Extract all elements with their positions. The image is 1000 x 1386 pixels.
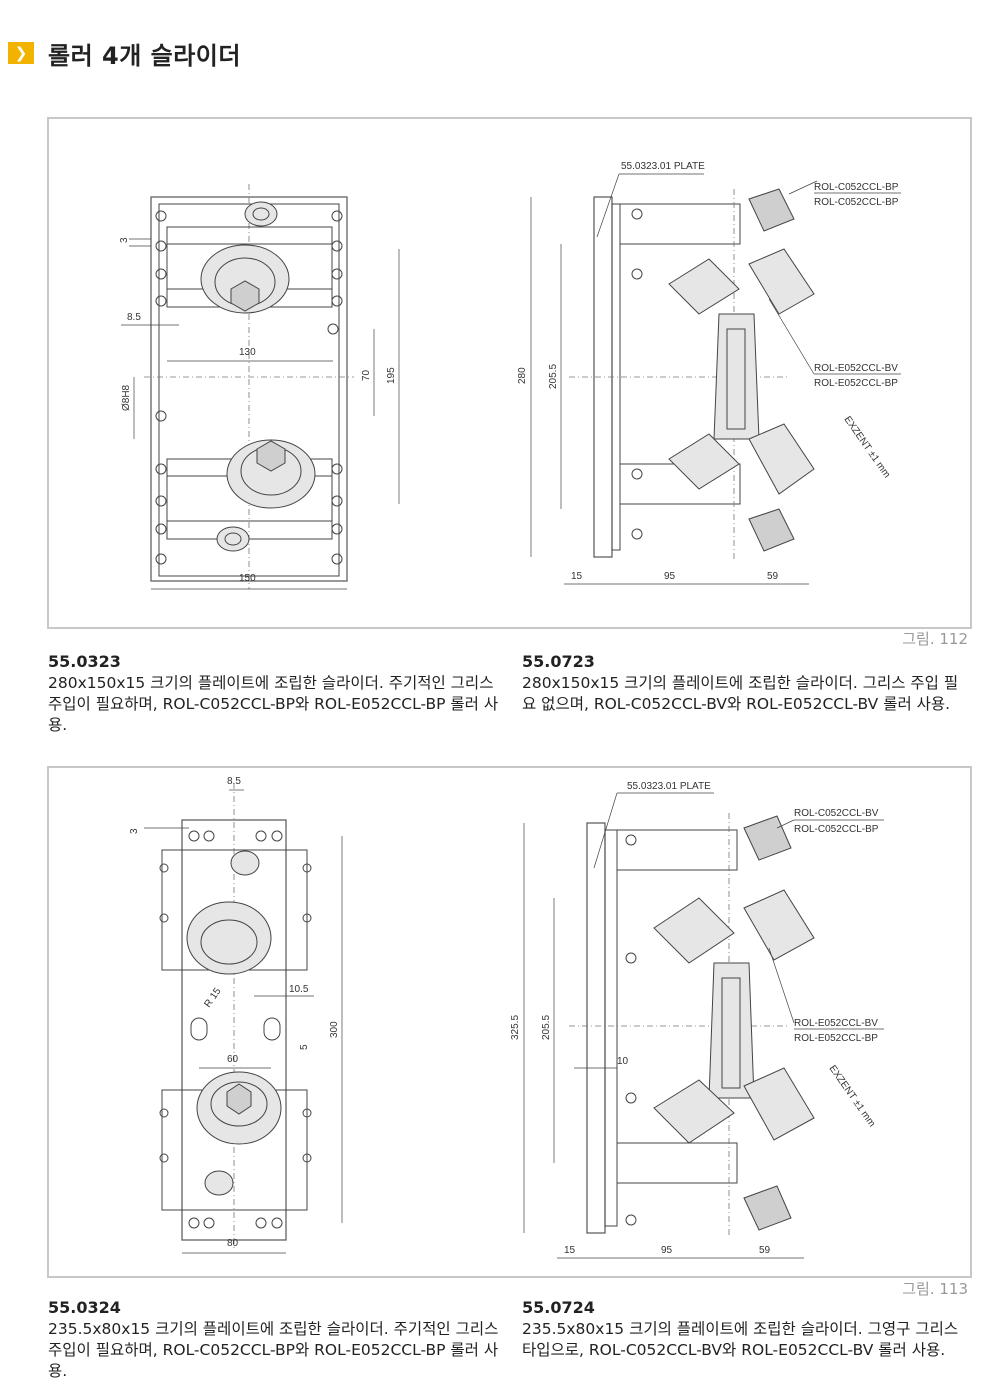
product-code: 55.0723 — [522, 652, 595, 671]
roller-mid-label-a: ROL-E052CCL-BV — [794, 1018, 878, 1029]
dim-95: 95 — [664, 571, 676, 582]
description-55-0324: 55.0324 235.5x80x15 크기의 플레이트에 조립한 슬라이더. … — [48, 1298, 503, 1382]
dim-r15: R 15 — [202, 986, 223, 1010]
technical-drawing-112: 3 8.5 130 70 195 Ø8H8 150 — [119, 161, 901, 590]
dim-10: 10 — [617, 1056, 629, 1067]
roller-mid-label-b: ROL-E052CCL-BP — [794, 1033, 878, 1044]
exzent-label: EXZENT ±1 mm — [827, 1063, 878, 1129]
right-drawing-assembly — [569, 188, 815, 559]
dim-d8h8: Ø8H8 — [121, 384, 132, 411]
product-code: 55.0324 — [48, 1298, 121, 1317]
figure-113: 8.5 3 R 15 10.5 5 300 60 80 — [47, 766, 972, 1278]
product-description: 280x150x15 크기의 플레이트에 조립한 슬라이더. 주기적인 그리스 … — [48, 674, 499, 734]
dim-59: 59 — [759, 1245, 771, 1256]
dim-5: 5 — [299, 1044, 310, 1050]
description-55-0724: 55.0724 235.5x80x15 크기의 플레이트에 조립한 슬라이더. … — [522, 1298, 967, 1361]
figure-caption: 그림. 113 — [902, 1280, 968, 1298]
section-header: ❯ 롤러 4개 슬라이더 — [8, 38, 241, 70]
description-55-0323: 55.0323 280x150x15 크기의 플레이트에 조립한 슬라이더. 주… — [48, 652, 508, 736]
dim-15: 15 — [571, 571, 583, 582]
dim-70: 70 — [361, 369, 372, 381]
figure-caption: 그림. 112 — [902, 630, 968, 648]
plate-label: 55.0323.01 PLATE — [627, 781, 711, 792]
roller-top-label-b: ROL-C052CCL-BP — [814, 197, 899, 208]
dim-150: 150 — [239, 573, 256, 584]
plate-label: 55.0323.01 PLATE — [621, 161, 705, 172]
roller-mid-label-a: ROL-E052CCL-BV — [814, 363, 898, 374]
right-drawing-labels: 55.0323.01 PLATE ROL-C052CCL-BV ROL-C052… — [510, 781, 884, 1259]
roller-mid-label-b: ROL-E052CCL-BP — [814, 378, 898, 389]
dim-3: 3 — [129, 828, 140, 834]
roller-top-label-a: ROL-C052CCL-BV — [794, 808, 879, 819]
exzent-label: EXZENT ±1 mm — [842, 414, 893, 480]
product-code: 55.0724 — [522, 1298, 595, 1317]
dim-95: 95 — [661, 1245, 673, 1256]
page-title: 롤러 4개 슬라이더 — [48, 41, 241, 70]
dim-15: 15 — [564, 1245, 576, 1256]
product-description: 280x150x15 크기의 플레이트에 조립한 슬라이더. 그리스 주입 필요… — [522, 674, 959, 713]
dim-80: 80 — [227, 1238, 239, 1249]
chevron-right-icon: ❯ — [8, 42, 34, 64]
dim-130: 130 — [239, 347, 256, 358]
dim-280: 280 — [517, 367, 528, 384]
product-code: 55.0323 — [48, 652, 121, 671]
right-drawing-labels: 55.0323.01 PLATE ROL-C052CCL-BP ROL-C052… — [517, 161, 901, 585]
dim-8-5: 8.5 — [227, 776, 241, 787]
left-drawing-plate — [159, 783, 312, 1248]
left-drawing-dimensions: 8.5 3 R 15 10.5 5 300 60 80 — [129, 776, 343, 1254]
dim-10-5: 10.5 — [289, 984, 309, 995]
dim-8-5: 8.5 — [127, 312, 141, 323]
figure-112: 3 8.5 130 70 195 Ø8H8 150 — [47, 117, 972, 629]
roller-top-label-a: ROL-C052CCL-BP — [814, 182, 899, 193]
dim-195: 195 — [386, 367, 397, 384]
dim-205-5: 205.5 — [541, 1015, 552, 1040]
dim-205-5: 205.5 — [548, 364, 559, 389]
technical-drawing-113: 8.5 3 R 15 10.5 5 300 60 80 — [129, 776, 884, 1259]
description-55-0723: 55.0723 280x150x15 크기의 플레이트에 조립한 슬라이더. 그… — [522, 652, 967, 715]
right-drawing-assembly — [569, 813, 815, 1238]
dim-60: 60 — [227, 1054, 239, 1065]
roller-top-label-b: ROL-C052CCL-BP — [794, 824, 879, 835]
dim-59: 59 — [767, 571, 779, 582]
dim-3: 3 — [119, 237, 130, 243]
left-drawing-dimensions: 3 8.5 130 70 195 Ø8H8 150 — [119, 237, 400, 590]
left-drawing-plate — [144, 184, 354, 589]
dim-300: 300 — [329, 1021, 340, 1038]
product-description: 235.5x80x15 크기의 플레이트에 조립한 슬라이더. 주기적인 그리스… — [48, 1320, 499, 1380]
product-description: 235.5x80x15 크기의 플레이트에 조립한 슬라이더. 그영구 그리스 … — [522, 1320, 959, 1359]
dim-325-5: 325.5 — [510, 1015, 521, 1040]
